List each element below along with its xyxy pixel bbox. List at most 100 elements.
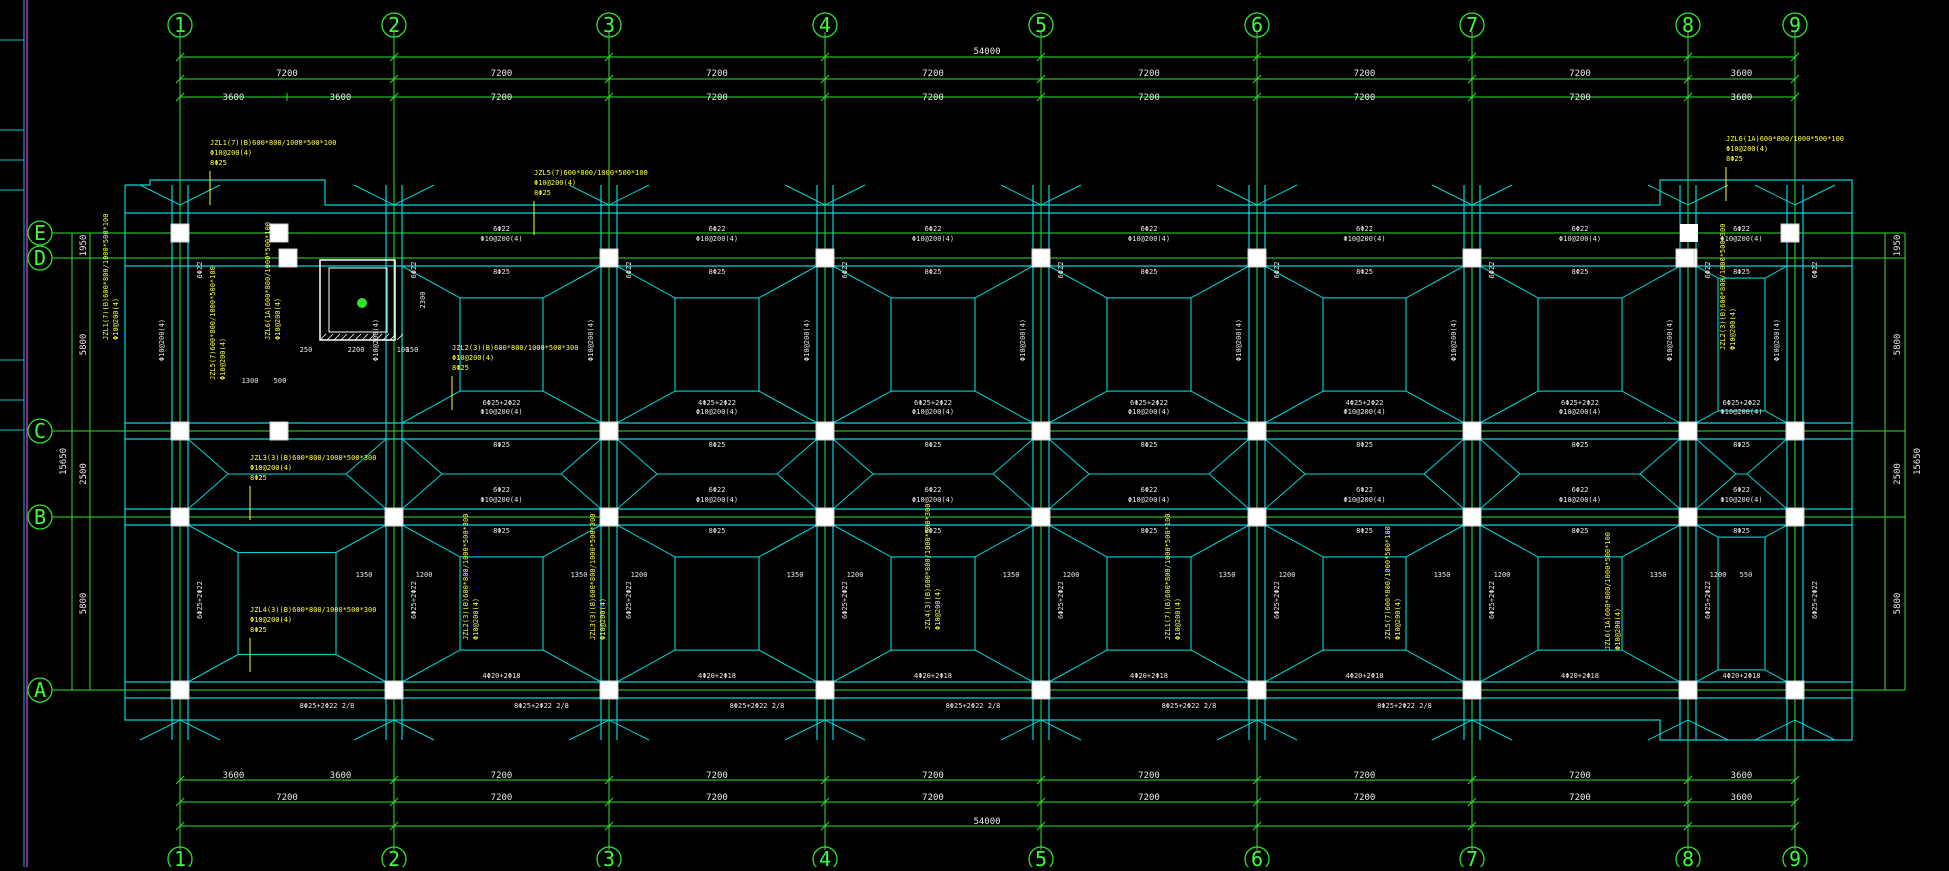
column-square [1247, 507, 1267, 527]
beam-b2-rebar: 8Φ25 [493, 527, 510, 535]
haunch-cb [776, 473, 818, 510]
beam-c-rebar: 6Φ25+2Φ22 [483, 399, 521, 407]
axis-label-bottom-4: 4 [819, 847, 831, 867]
beam-bottom-rebar: 8Φ25+2Φ22 2/8 [514, 702, 569, 710]
slab-panel-lower [1322, 556, 1407, 651]
col-beam-rebar-top: 6Φ22 [625, 262, 633, 279]
slab-panel-lower-haunch [401, 524, 461, 558]
note-vertical: JZL1(7)(B)600*800/1000*500*100 [102, 214, 110, 340]
col-beam-rebar: 6Φ25+2Φ22 [1488, 581, 1496, 619]
slab-panel-lower-haunch [1764, 524, 1788, 538]
dim-right-total: 15650 [1913, 448, 1923, 475]
slab-panel-upper-haunch [1479, 390, 1539, 424]
note-jzl2: JZL2(3)(B)600*800/1000*500*300 [452, 344, 578, 352]
slab-panel-upper-haunch [1190, 265, 1250, 299]
pad-haunch-bottom [568, 719, 650, 741]
column-square [1031, 248, 1051, 268]
drawing-geometry [27, 12, 1906, 871]
dim-bay-bottom: 7200 [1138, 793, 1160, 803]
note-vertical: JZL3(3)(B)600*800/1000*500*300 [589, 514, 597, 640]
misc-dim: 1350 [1003, 571, 1020, 579]
beam-c-rebar: 4Φ25+2Φ22 [698, 399, 736, 407]
slab-panel-upper [890, 297, 976, 392]
pad-haunch-bottom [1216, 719, 1298, 741]
haunch-cb [776, 438, 818, 475]
misc-dim: 1200 [1063, 571, 1080, 579]
note-jzl2-rebar: 8Φ25 [452, 364, 469, 372]
axis-bubble-bottom [1244, 846, 1270, 871]
beam-b-stirrup: Φ10@200(4) [912, 496, 954, 504]
dim-tick [1252, 52, 1262, 62]
dim-total-top: 54000 [973, 47, 1000, 57]
slab-panel-lower-haunch [1764, 669, 1788, 683]
slab-panel-lower-haunch [1479, 524, 1539, 558]
column-square [815, 421, 835, 441]
haunch-cb [345, 473, 387, 510]
note-vertical: JZL4(3)(B)600*800/1000*500*300 [924, 504, 932, 630]
slab-panel-upper [1537, 297, 1623, 392]
beam-c-rebar: 6Φ25+2Φ22 [1561, 399, 1599, 407]
pad-haunch-top [784, 184, 866, 206]
beam-c-rebar: 6Φ25+2Φ22 [1723, 399, 1761, 407]
note-vertical: JZL5(7)600*800/1000*500*100 [1384, 526, 1392, 640]
note-jzl5-stirrup: Φ10@200(4) [534, 179, 576, 187]
dim-left-total: 15650 [59, 448, 69, 475]
axis-bubble-top [1675, 12, 1701, 38]
haunch-cb [1048, 473, 1090, 510]
axis-label-left-B: B [34, 505, 46, 529]
axis-bubble-top [1244, 12, 1270, 38]
beam-mid-rebar: 8Φ25 [493, 268, 510, 276]
misc-dim: 1350 [356, 571, 373, 579]
misc-dim: 1300 [242, 377, 259, 385]
dim-right: 1950 [1893, 235, 1903, 257]
note-jzl4: JZL4(3)(B)600*800/1000*500*300 [250, 606, 376, 614]
slab-panel-lower-haunch [542, 649, 602, 683]
axis-label-top-2: 2 [388, 13, 400, 37]
slab-panel-lower-haunch [187, 524, 239, 553]
col-beam-rebar: 6Φ25+2Φ22 [1811, 581, 1819, 619]
col-beam-rebar-top: 6Φ22 [841, 262, 849, 279]
haunch-cb [1208, 438, 1250, 475]
column-square [170, 507, 190, 527]
note-vertical: JZL6(1A)600*800/1000*500*100 [1604, 532, 1612, 650]
pad-haunch-bottom [1000, 719, 1082, 741]
dim-total-bottom: 54000 [973, 817, 1000, 827]
col-beam-stirrup: Φ10@200(4) [1773, 319, 1781, 361]
axis-bubble-bottom [1675, 846, 1701, 871]
dim-sub-top: 7200 [706, 93, 728, 103]
pad-haunch-top [1431, 184, 1513, 206]
pit-hatch [382, 333, 390, 341]
haunch-cb [1264, 473, 1306, 510]
slab-panel-upper-haunch [1621, 265, 1681, 299]
slab-panel-upper-haunch [974, 265, 1034, 299]
dim-tick [1252, 775, 1262, 785]
pit-hatch [347, 333, 355, 341]
column-square [1462, 421, 1482, 441]
dim-tick [1790, 775, 1800, 785]
beam-c2-rebar: 8Φ25 [925, 441, 942, 449]
dim-tick [389, 797, 399, 807]
beam-c-rebar: 4Φ25+2Φ22 [1346, 399, 1384, 407]
dim-tick [1467, 52, 1477, 62]
slab-panel-upper-haunch [1264, 265, 1324, 299]
dim-bay-bottom: 7200 [706, 793, 728, 803]
beam-top-stirrup: Φ10@200(4) [912, 235, 954, 243]
beam-c-rebar: 6Φ25+2Φ22 [1130, 399, 1168, 407]
dim-tick [175, 797, 185, 807]
column-square [1678, 421, 1698, 441]
haunch-cb [1423, 473, 1465, 510]
slab-panel-lower [674, 556, 760, 651]
slab-panel-upper-haunch [1405, 390, 1465, 424]
column-square [1675, 248, 1695, 268]
axis-label-bottom-3: 3 [603, 847, 615, 867]
pit-hatch [333, 333, 341, 341]
pit-hatch [368, 333, 376, 341]
column-square [170, 421, 190, 441]
slab-panel-upper [1106, 297, 1192, 392]
col-beam-rebar: 6Φ25+2Φ22 [841, 581, 849, 619]
haunch-cb [1746, 438, 1788, 475]
dim-tick [175, 92, 185, 102]
column-square [1785, 507, 1805, 527]
slab-panel-upper-haunch [616, 265, 676, 299]
